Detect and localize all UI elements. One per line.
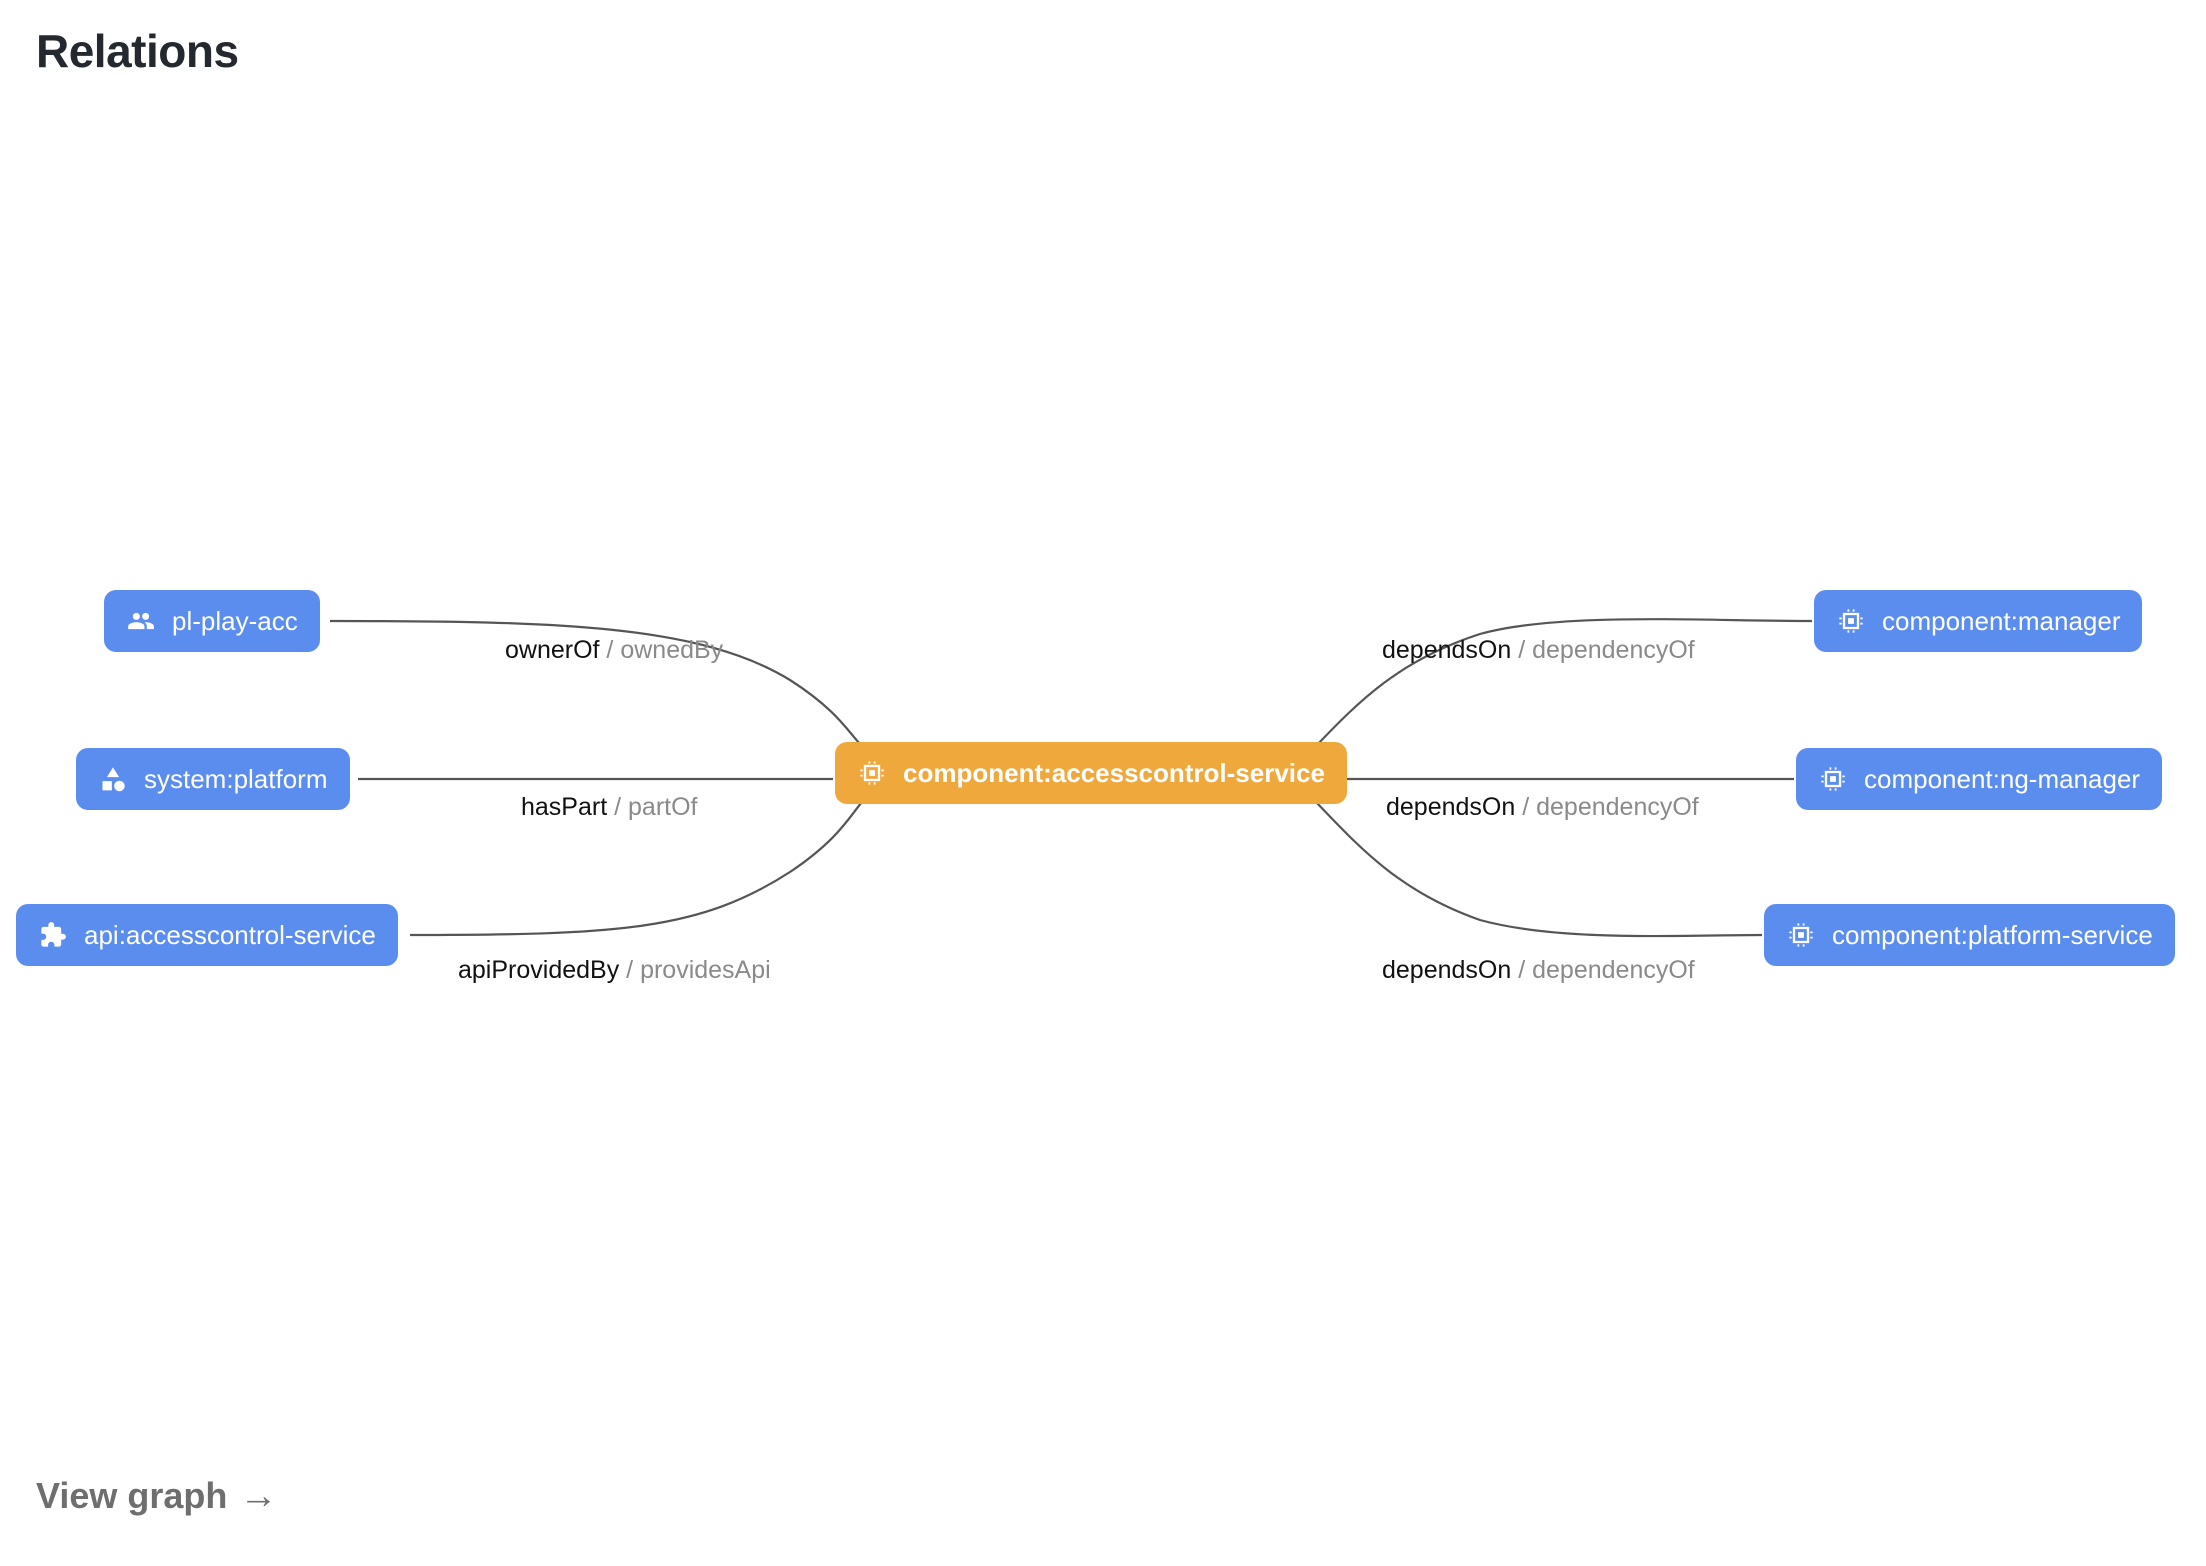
page-title: Relations <box>36 25 239 77</box>
graph-node-label: component:platform-service <box>1832 920 2153 950</box>
edge-label-forward: apiProvidedBy <box>458 956 620 984</box>
edge-label: dependsOn / dependencyOf <box>1382 958 1695 983</box>
graph-edge <box>1315 801 1763 938</box>
graph-node-pl-play-acc[interactable]: pl-play-acc <box>104 590 320 652</box>
edge-label-separator: / <box>619 956 641 984</box>
edge-label-separator: / <box>1515 793 1537 821</box>
graph-edge <box>409 801 863 937</box>
chip-icon <box>857 758 887 788</box>
edge-label: hasPart / partOf <box>521 795 698 820</box>
edge-label-separator: / <box>1511 956 1533 984</box>
edge-label-reverse: dependencyOf <box>1536 793 1699 821</box>
graph-node-component-manager[interactable]: component:manager <box>1814 590 2143 652</box>
chip-icon <box>1786 920 1816 950</box>
graph-node-label: pl-play-acc <box>172 606 298 636</box>
edge-label-reverse: ownedBy <box>620 636 724 664</box>
graph-edge <box>1315 618 1813 747</box>
edge-label-reverse: dependencyOf <box>1532 956 1695 984</box>
edge-label: apiProvidedBy / providesApi <box>458 958 771 983</box>
edge-label-reverse: partOf <box>628 793 698 821</box>
edge-label: ownerOf / ownedBy <box>505 638 723 663</box>
edge-label-separator: / <box>1511 636 1533 664</box>
edge-label-forward: dependsOn <box>1382 636 1512 664</box>
view-graph-link[interactable]: View graph → <box>36 1475 277 1517</box>
edge-label-forward: ownerOf <box>505 636 600 664</box>
category-icon <box>98 764 128 794</box>
graph-node-label: system:platform <box>144 764 328 794</box>
edge-label-separator: / <box>599 636 621 664</box>
edge-label-reverse: dependencyOf <box>1532 636 1695 664</box>
puzzle-icon <box>38 920 68 950</box>
edge-label-forward: hasPart <box>521 793 608 821</box>
graph-edge <box>329 619 863 747</box>
view-graph-label: View graph <box>36 1475 228 1516</box>
chip-icon <box>1818 764 1848 794</box>
edge-label: dependsOn / dependencyOf <box>1386 795 1699 820</box>
graph-node-component-platform-service[interactable]: component:platform-service <box>1764 904 2175 966</box>
graph-node-component-accesscontrol-service[interactable]: component:accesscontrol-service <box>835 742 1347 804</box>
edge-label: dependsOn / dependencyOf <box>1382 638 1695 663</box>
edge-label-forward: dependsOn <box>1382 956 1512 984</box>
graph-node-label: component:manager <box>1882 606 2121 636</box>
graph-node-label: api:accesscontrol-service <box>84 920 376 950</box>
chip-icon <box>1836 606 1866 636</box>
people-icon <box>126 606 156 636</box>
graph-node-system-platform[interactable]: system:platform <box>76 748 350 810</box>
edge-label-separator: / <box>607 793 629 821</box>
graph-node-label: component:accesscontrol-service <box>903 758 1325 788</box>
edge-label-reverse: providesApi <box>640 956 771 984</box>
graph-node-label: component:ng-manager <box>1864 764 2141 794</box>
arrow-right-icon: → <box>239 1475 278 1517</box>
graph-node-component-ng-manager[interactable]: component:ng-manager <box>1796 748 2163 810</box>
edge-label-forward: dependsOn <box>1386 793 1516 821</box>
graph-node-api-accesscontrol-service[interactable]: api:accesscontrol-service <box>16 904 398 966</box>
